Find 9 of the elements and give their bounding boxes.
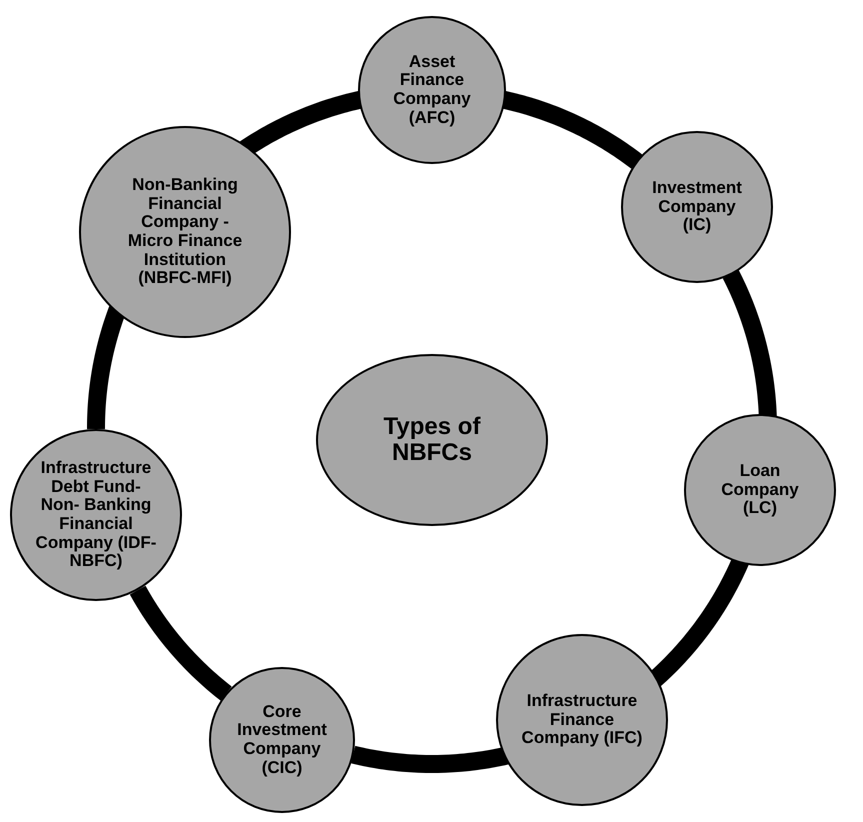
node-label: Core Investment Company (CIC) [236, 702, 328, 778]
node-label: Non-Banking Financial Company - Micro Finance Institution (NBFC-MFI) [126, 176, 244, 288]
node-label: Loan Company (LC) [720, 462, 800, 518]
node-label: Investment Company (IC) [651, 178, 743, 236]
node-label: Asset Finance Company (AFC) [392, 52, 472, 128]
node-label: Infrastructure Debt Fund- Non- Banking Financial Company (IDF-NBFC) [34, 458, 158, 572]
node-label: Infrastructure Finance Company (IFC) [520, 692, 644, 748]
ring-connector [130, 584, 232, 701]
node-label: Types of NBFCs [382, 414, 482, 466]
